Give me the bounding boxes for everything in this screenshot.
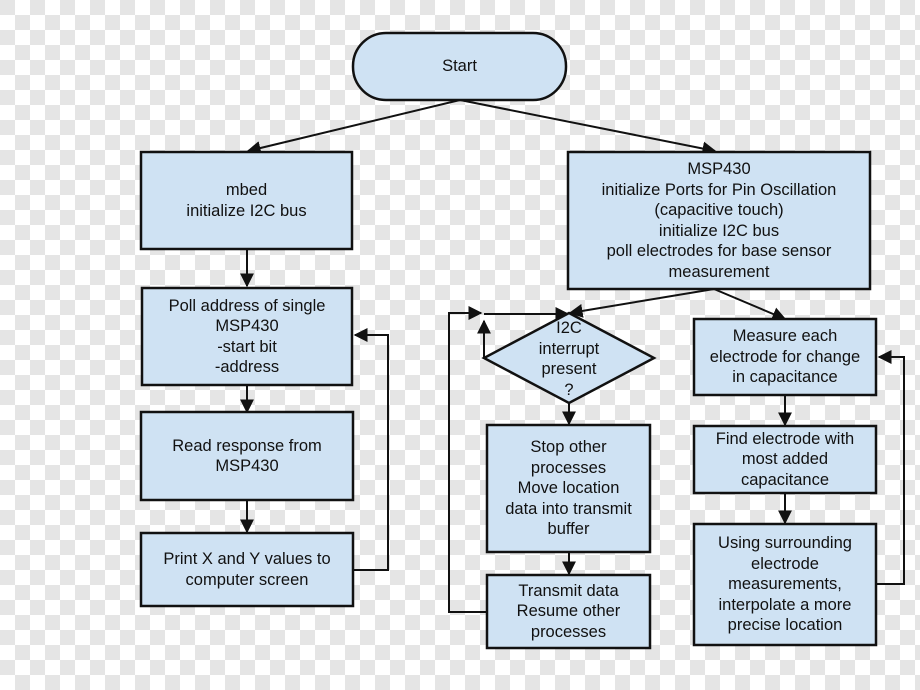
edge-start-to-msp430: [459, 99, 717, 156]
node-read-response: Read response from MSP430: [172, 436, 322, 476]
node-stop-processes: Stop other processes Move location data …: [505, 438, 632, 539]
node-print-xy-shape: [139, 531, 355, 608]
node-interpolate: Using surrounding electrode measurements…: [718, 534, 852, 635]
node-read-response-shape: [139, 410, 355, 502]
edge-msp430-to-decision: [568, 288, 715, 318]
edge-print-loop-to-poll: [353, 328, 389, 571]
node-mbed-init: mbed initialize I2C bus: [186, 181, 307, 220]
node-transmit-data: Transmit data Resume other processes: [516, 581, 621, 641]
node-measure-electrodes: Measure each electrode for change in cap…: [709, 327, 861, 387]
node-measure-electrodes-shape: [692, 317, 878, 397]
node-start-shape: [351, 31, 568, 102]
node-find-electrode: Find electrode with most added capacitan…: [715, 429, 855, 489]
edge-msp430-to-measure: [713, 288, 787, 321]
edges: [240, 99, 905, 613]
edge-interpolate-loop: [876, 350, 905, 585]
node-i2c-interrupt-shape: [481, 311, 657, 405]
node-i2c-interrupt: I2C interrupt present ?: [538, 319, 600, 399]
edge-start-to-mbed: [246, 99, 461, 155]
node-poll-address: Poll address of single MSP430 -start bit…: [168, 296, 326, 377]
node-msp430-init-shape: [566, 150, 872, 291]
node-interpolate-shape: [692, 522, 878, 647]
nodes: [139, 31, 878, 650]
node-transmit-data-shape: [485, 573, 652, 650]
node-mbed-init-shape: [139, 150, 354, 251]
node-poll-address-shape: [140, 286, 354, 387]
node-start: Start: [442, 57, 477, 76]
node-find-electrode-shape: [692, 424, 878, 495]
node-print-xy: Print X and Y values to computer screen: [163, 550, 331, 589]
node-stop-processes-shape: [485, 423, 652, 554]
edge-transmit-loop: [448, 306, 487, 613]
node-msp430-init: MSP430 initialize Ports for Pin Oscillat…: [601, 160, 837, 281]
